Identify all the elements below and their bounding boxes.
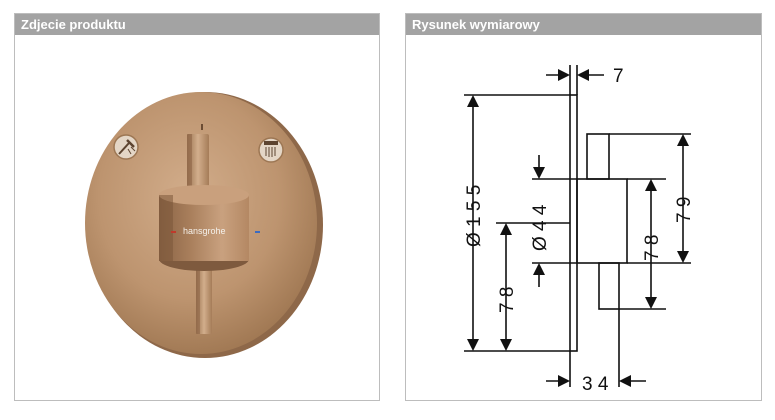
- product-photo-title: Zdjecie produktu: [15, 14, 379, 35]
- dim-label-155: Ø 1 5 5: [464, 185, 485, 247]
- product-photo-panel: Zdjecie produktu: [14, 13, 380, 401]
- cover-plate-outline: [569, 94, 578, 352]
- brand-label: hansgrohe: [183, 226, 226, 236]
- upper-lever: [187, 134, 209, 194]
- dim-label-78-left: 7 8: [497, 287, 518, 313]
- upper-body-outline: [586, 133, 610, 180]
- knob-housing-outline: [576, 178, 628, 264]
- dim-label-78-right: 7 8: [642, 235, 663, 261]
- product-image: hansgrohe: [85, 92, 323, 358]
- dimension-drawing-title: Rysunek wymiarowy: [406, 14, 761, 35]
- knob-top: [159, 185, 249, 205]
- product-photo-area: hansgrohe: [15, 35, 379, 400]
- dimension-drawing-area: 7 3 4 Ø 1 5 5 7 8 Ø 4 4 7 9 7 8: [406, 35, 761, 400]
- central-knob: [159, 195, 249, 261]
- hot-mark: [171, 231, 176, 233]
- overhead-shower-icon: [258, 137, 284, 163]
- dim-label-7: 7: [613, 66, 624, 87]
- hand-shower-icon: [113, 134, 139, 160]
- top-indicator-mark: [201, 124, 203, 130]
- dim-label-79: 7 9: [674, 197, 695, 223]
- dim-label-44: Ø 4 4: [530, 204, 551, 251]
- dimension-drawing-panel: Rysunek wymiarowy: [405, 13, 762, 401]
- dim-label-34: 3 4: [582, 374, 609, 395]
- dimension-drawing: 7 3 4 Ø 1 5 5 7 8 Ø 4 4 7 9 7 8: [464, 65, 695, 395]
- cold-mark: [255, 231, 260, 233]
- lower-body-outline: [598, 262, 620, 310]
